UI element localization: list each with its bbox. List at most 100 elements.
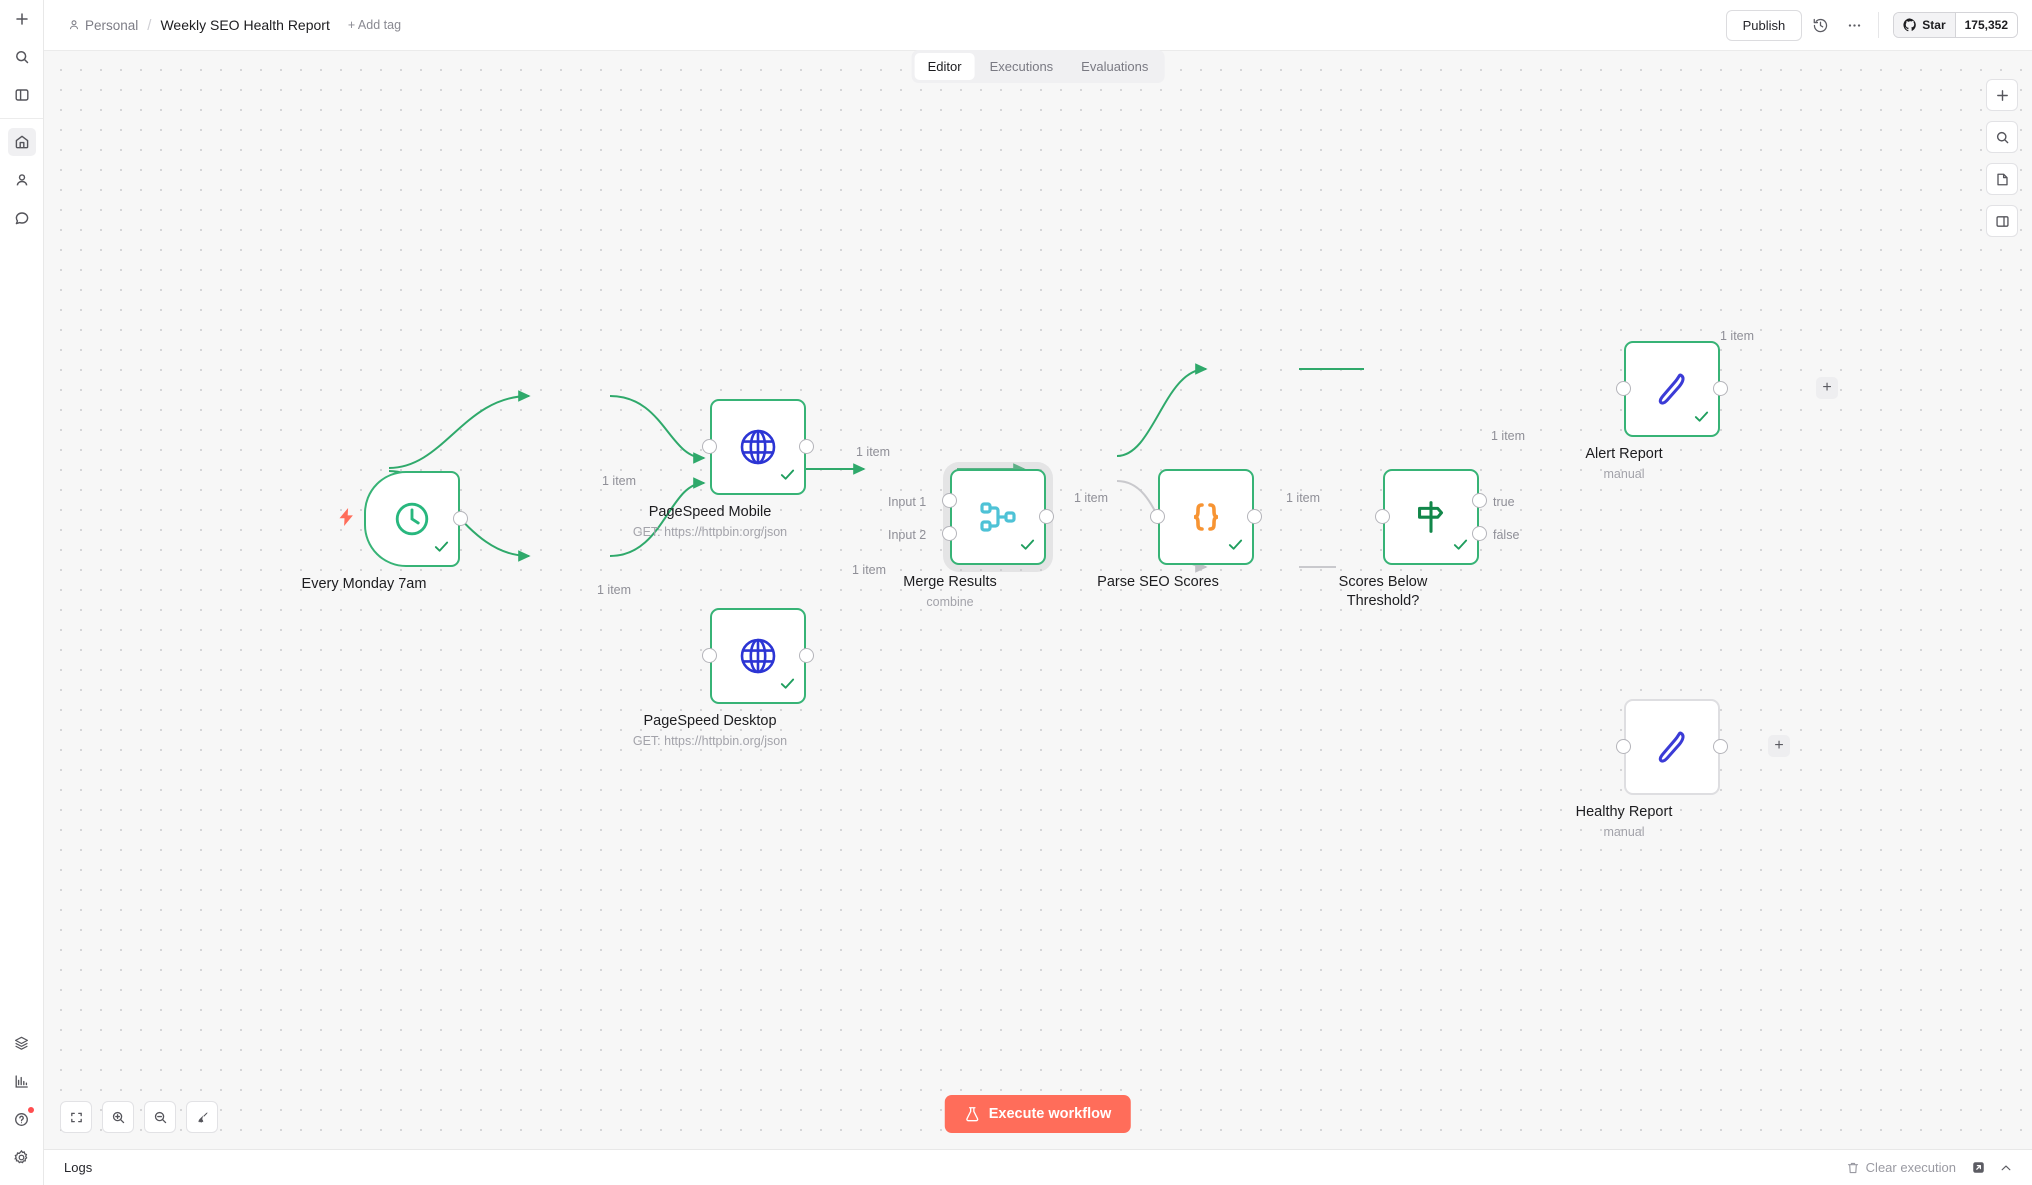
node-output-port[interactable] <box>1039 509 1054 524</box>
node-success-check-icon <box>779 466 796 488</box>
github-star-section[interactable]: Star <box>1894 13 1956 37</box>
sidebar-insights-icon[interactable] <box>8 1067 36 1095</box>
zoom-out-button[interactable] <box>144 1101 176 1133</box>
edge-label-mobile-merge: 1 item <box>854 445 893 459</box>
canvas-right-toolbar <box>1986 79 2018 237</box>
node-label: Healthy Report <box>1575 804 1673 820</box>
tab-evaluations[interactable]: Evaluations <box>1081 59 1149 74</box>
breadcrumb: Personal / Weekly SEO Health Report + Ad… <box>44 17 401 34</box>
node-output-port[interactable] <box>799 439 814 454</box>
workflow-title[interactable]: Weekly SEO Health Report <box>160 17 330 33</box>
add-node-stub-alert[interactable]: + <box>1816 377 1838 399</box>
sidebar-divider-1 <box>0 118 43 119</box>
zoom-in-button[interactable] <box>102 1101 134 1133</box>
node-input-port[interactable] <box>1616 739 1631 754</box>
github-star-count: 175,352 <box>1955 13 2017 37</box>
signpost-icon <box>1418 501 1444 533</box>
node-output-port-false[interactable] <box>1472 526 1487 541</box>
left-sidebar <box>0 0 44 1185</box>
pen-icon <box>1658 373 1685 405</box>
node-subtitle: GET: https://httpbin.org/json <box>632 525 788 539</box>
node-output-port[interactable] <box>1713 739 1728 754</box>
node-input-port-2[interactable] <box>942 526 957 541</box>
clear-execution-button[interactable]: Clear execution <box>1840 1156 1962 1179</box>
node-body[interactable] <box>364 471 460 567</box>
node-success-check-icon <box>433 538 450 560</box>
merge-input-2-label: Input 2 <box>888 528 927 542</box>
node-output-port[interactable] <box>799 648 814 663</box>
breadcrumb-project-label: Personal <box>85 17 139 33</box>
node-body[interactable] <box>710 608 806 704</box>
publish-button[interactable]: Publish <box>1725 9 1803 41</box>
tidy-up-button[interactable] <box>186 1101 218 1133</box>
edge-label-if-alert: 1 item <box>1489 429 1528 443</box>
canvas-search-button[interactable] <box>1986 121 2018 153</box>
canvas-add-node-button[interactable] <box>1986 79 2018 111</box>
pen-icon <box>1658 731 1685 763</box>
sidebar-search-icon[interactable] <box>8 43 36 71</box>
node-body[interactable] <box>1158 469 1254 565</box>
node-label: PageSpeed Mobile <box>648 504 772 520</box>
tab-executions[interactable]: Executions <box>989 59 1054 74</box>
breadcrumb-project[interactable]: Personal <box>68 18 138 33</box>
connection-edges <box>388 363 1364 573</box>
history-icon[interactable] <box>1804 9 1836 41</box>
sidebar-item-chat[interactable] <box>8 204 36 232</box>
node-subtitle: combine <box>926 595 974 609</box>
node-body[interactable] <box>710 399 806 495</box>
node-success-check-icon <box>1452 536 1469 558</box>
tab-editor[interactable]: Editor <box>914 53 975 80</box>
edge-label-alert-plus: 1 item <box>1718 329 1757 343</box>
add-tag-button[interactable]: + Add tag <box>347 18 402 32</box>
canvas-grid <box>44 51 2032 1149</box>
node-output-port[interactable] <box>453 511 468 526</box>
node-output-port[interactable] <box>1247 509 1262 524</box>
sidebar-settings-icon[interactable] <box>8 1143 36 1171</box>
node-input-port[interactable] <box>1375 509 1390 524</box>
sidebar-help-icon[interactable] <box>8 1105 36 1133</box>
node-body[interactable] <box>1624 341 1720 437</box>
sidebar-add-button[interactable] <box>8 5 36 33</box>
node-output-port[interactable] <box>1713 381 1728 396</box>
sidebar-nav-group <box>0 123 43 237</box>
execute-workflow-button[interactable]: Execute workflow <box>944 1095 1132 1133</box>
popout-logs-icon[interactable] <box>1966 1156 1990 1180</box>
edge-label-parse-if: 1 item <box>1284 491 1323 505</box>
breadcrumb-separator: / <box>147 16 152 34</box>
node-input-port[interactable] <box>702 648 717 663</box>
node-label: Scores Below Threshold? <box>1338 574 1428 609</box>
sidebar-top-group <box>0 0 43 114</box>
sidebar-item-admin[interactable] <box>8 166 36 194</box>
workflow-canvas[interactable]: Every Monday 7am PageSpeed Mobile <box>44 51 2032 1149</box>
globe-icon <box>740 638 776 674</box>
main-column: Personal / Weekly SEO Health Report + Ad… <box>44 0 2032 1185</box>
if-true-label: true <box>1493 495 1515 509</box>
node-success-check-icon <box>1693 408 1710 430</box>
sidebar-panel-icon[interactable] <box>8 81 36 109</box>
zoom-to-fit-button[interactable] <box>60 1101 92 1133</box>
sidebar-templates-icon[interactable] <box>8 1029 36 1057</box>
canvas-add-sticky-button[interactable] <box>1986 163 2018 195</box>
help-notification-badge <box>27 1107 34 1113</box>
node-body[interactable] <box>950 469 1046 565</box>
view-tabs: Editor Executions Evaluations <box>911 50 1165 83</box>
more-options-icon[interactable] <box>1838 9 1870 41</box>
node-input-port-1[interactable] <box>942 493 957 508</box>
node-output-port-true[interactable] <box>1472 493 1487 508</box>
collapse-logs-chevron-icon[interactable] <box>1994 1156 2018 1180</box>
trash-icon <box>1847 1162 1858 1173</box>
logs-title[interactable]: Logs <box>64 1160 93 1175</box>
node-body[interactable] <box>1383 469 1479 565</box>
node-label: Alert Report <box>1585 446 1663 462</box>
node-input-port[interactable] <box>1616 381 1631 396</box>
canvas-toggle-panel-button[interactable] <box>1986 205 2018 237</box>
github-star-button[interactable]: Star 175,352 <box>1893 12 2018 38</box>
node-body[interactable] <box>1624 699 1720 795</box>
node-input-port[interactable] <box>702 439 717 454</box>
node-input-port[interactable] <box>1150 509 1165 524</box>
node-label: PageSpeed Desktop <box>643 713 777 729</box>
add-node-stub-healthy[interactable]: + <box>1768 735 1790 757</box>
node-subtitle: GET: https://httpbin.org/json <box>632 734 788 748</box>
sidebar-item-overview[interactable] <box>7 128 36 156</box>
